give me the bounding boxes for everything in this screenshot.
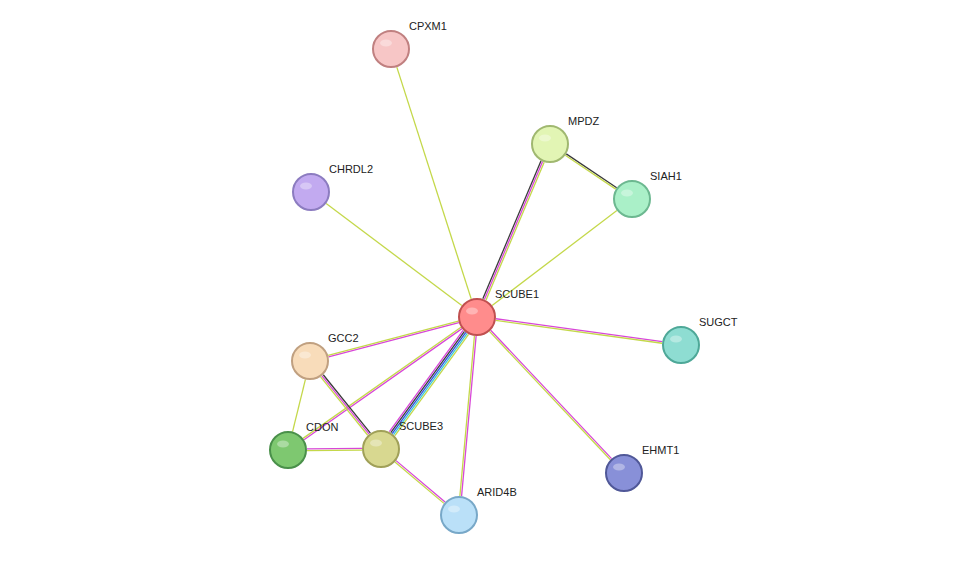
protein-node: SCUBE3 [362, 430, 400, 468]
node-circle [362, 430, 400, 468]
interaction-edge [293, 379, 306, 431]
node-label: SUGCT [699, 316, 738, 329]
node-label: EHMT1 [642, 444, 679, 457]
node-label: CHRDL2 [329, 163, 373, 176]
node-circle [292, 173, 330, 211]
protein-node: SIAH1 [613, 180, 651, 218]
node-label: MPDZ [568, 115, 599, 128]
node-circle [613, 180, 651, 218]
node-label: CDON [306, 421, 338, 434]
interaction-edge [326, 203, 462, 305]
interaction-edge [303, 327, 462, 440]
interaction-edge [492, 211, 617, 306]
protein-node: MPDZ [531, 125, 569, 163]
node-circle [291, 342, 329, 380]
interaction-edge [483, 161, 544, 300]
protein-node: SCUBE1 [458, 298, 496, 336]
node-circle [269, 431, 307, 469]
interaction-edge [496, 319, 663, 344]
protein-node: CDON [269, 431, 307, 469]
interaction-edge [328, 321, 459, 357]
node-label: ARID4B [477, 486, 517, 499]
node-label: CPXM1 [409, 20, 447, 33]
interaction-edge [389, 330, 468, 435]
protein-node: EHMT1 [605, 454, 643, 492]
interaction-edge [397, 67, 471, 299]
node-label: SIAH1 [650, 170, 682, 183]
protein-node: ARID4B [440, 496, 478, 534]
node-label: SCUBE1 [495, 288, 539, 301]
protein-node: SUGCT [662, 326, 700, 364]
protein-node: CHRDL2 [292, 173, 330, 211]
protein-node: CPXM1 [372, 30, 410, 68]
node-circle [531, 125, 569, 163]
node-label: SCUBE3 [399, 420, 443, 433]
node-circle [605, 454, 643, 492]
node-circle [372, 30, 410, 68]
node-circle [440, 496, 478, 534]
interaction-edge [489, 330, 611, 460]
node-circle [662, 326, 700, 364]
interaction-edge [395, 461, 445, 504]
node-label: GCC2 [328, 332, 359, 345]
interaction-edge [565, 154, 616, 189]
interaction-edge [307, 448, 362, 450]
node-circle [458, 298, 496, 336]
interaction-edge [460, 336, 476, 496]
protein-node: GCC2 [291, 342, 329, 380]
